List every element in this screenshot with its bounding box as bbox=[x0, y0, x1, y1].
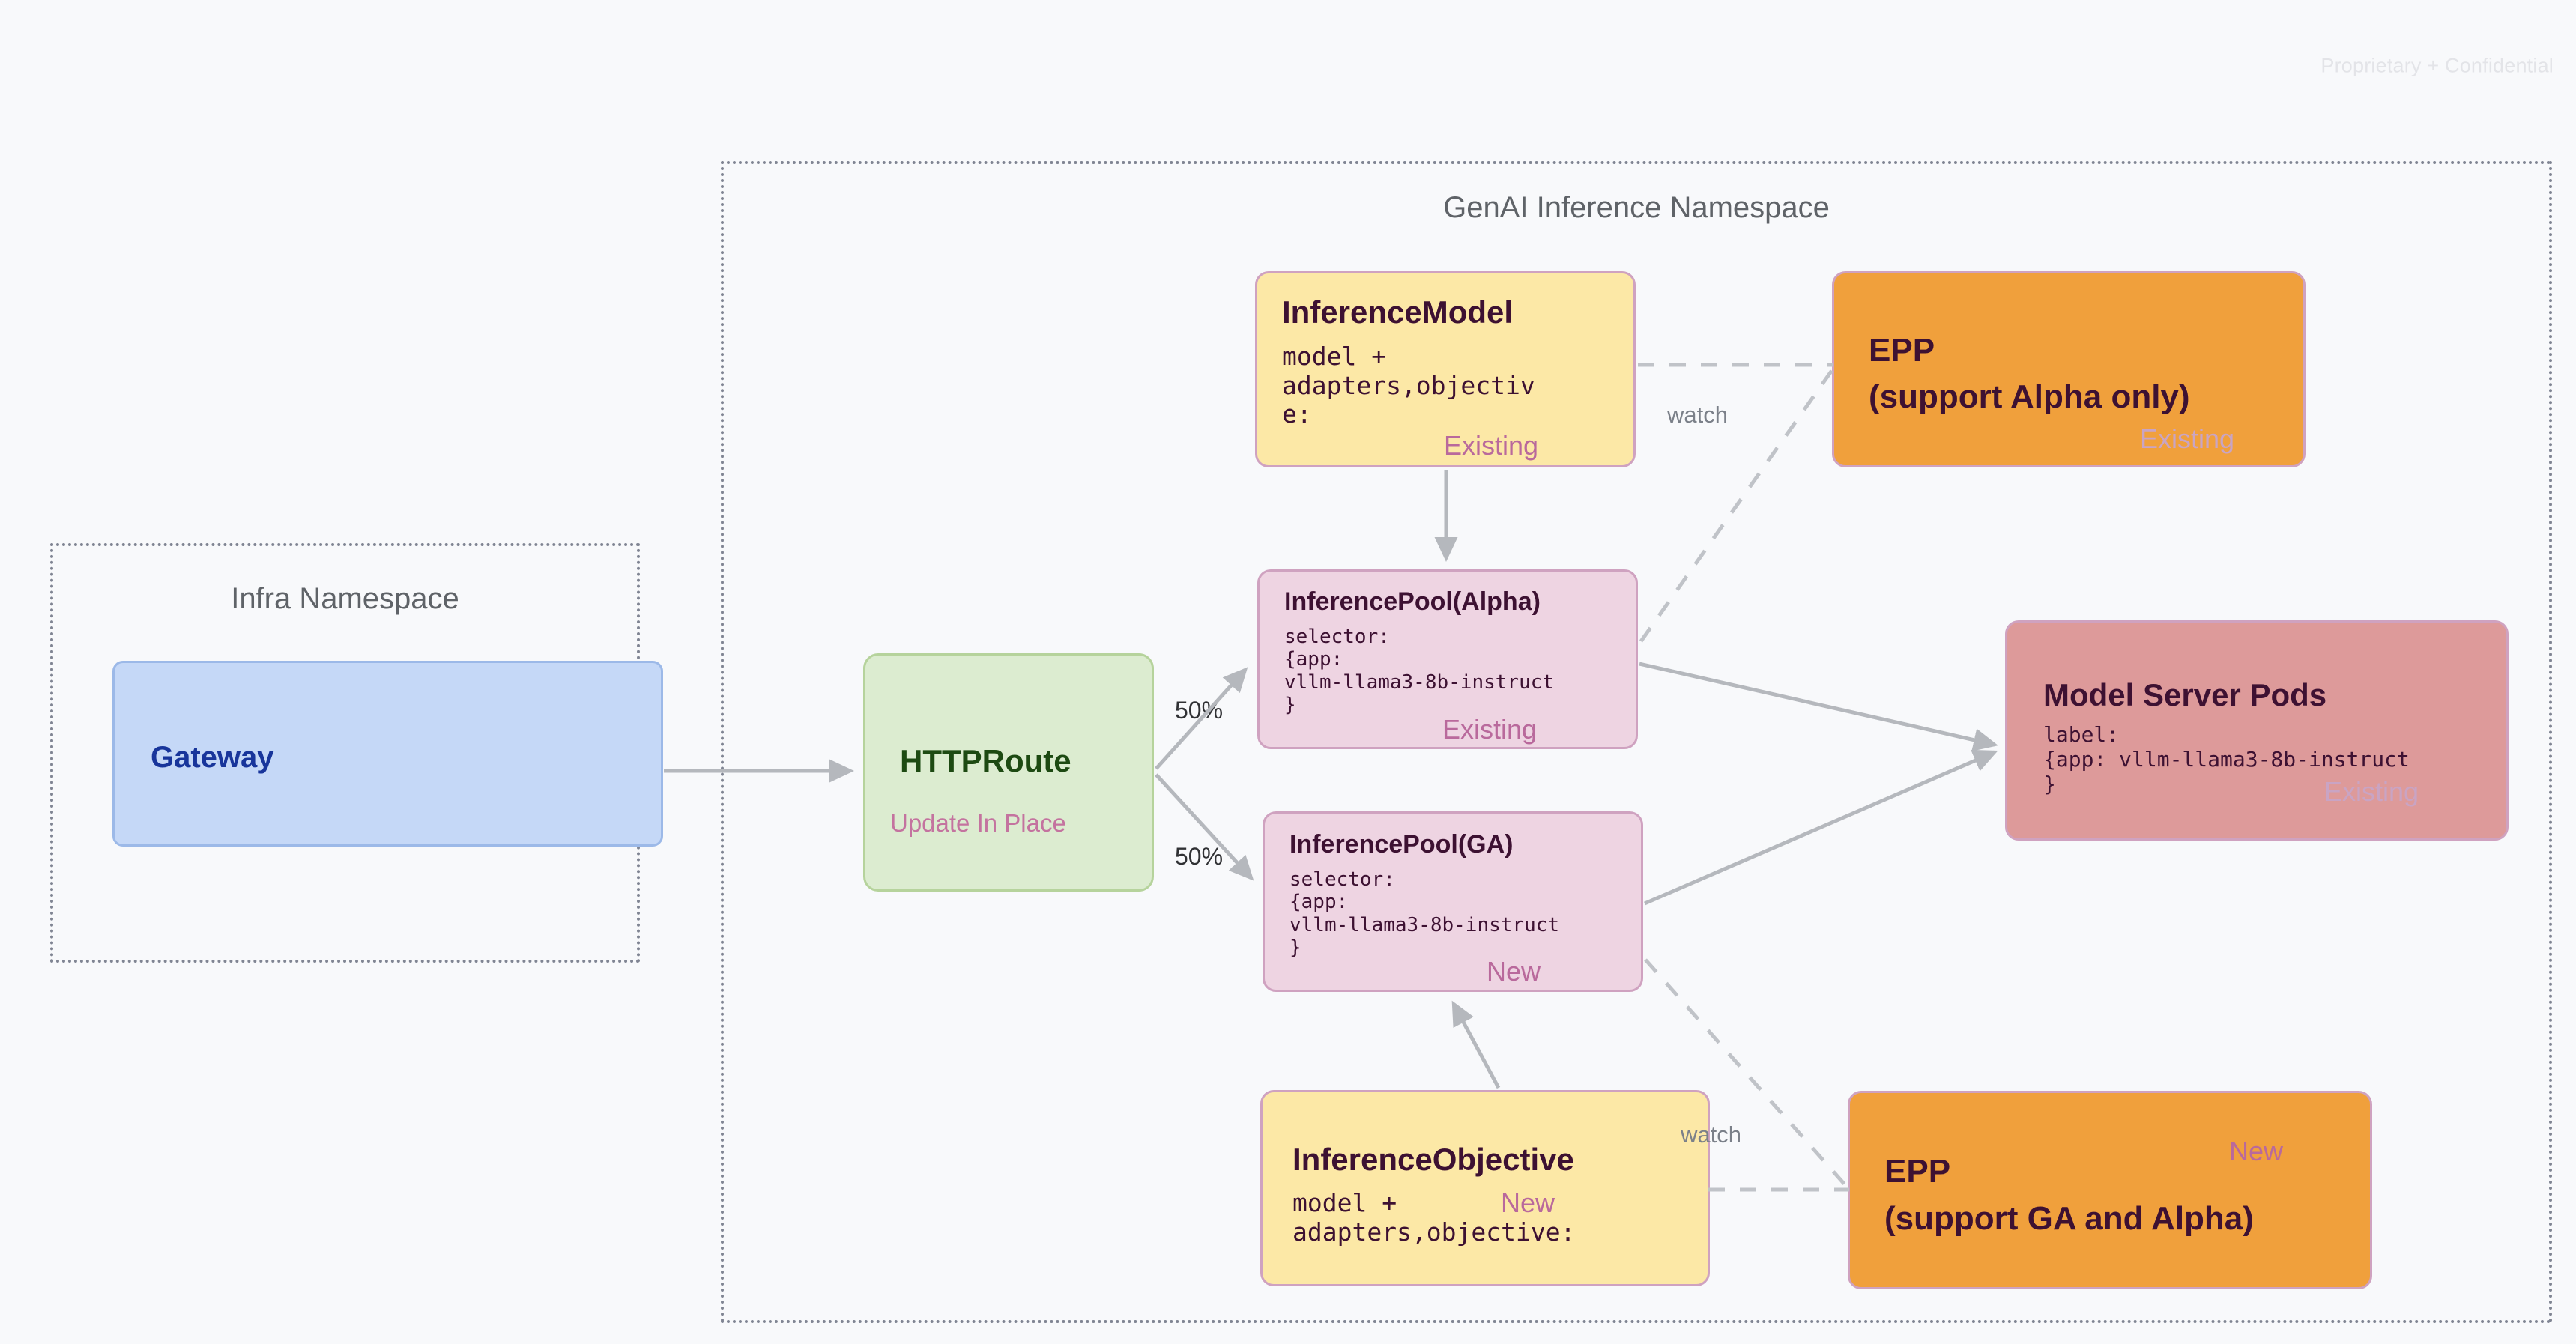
infra-namespace-title: Infra Namespace bbox=[231, 582, 459, 615]
gateway-label: Gateway bbox=[151, 741, 274, 774]
watch-top-label: watch bbox=[1667, 402, 1728, 428]
model-server-pods-node[interactable]: Model Server Pods label: {app: vllm-llam… bbox=[2005, 620, 2509, 841]
inference-model-node[interactable]: InferenceModel model + adapters,objectiv… bbox=[1255, 271, 1636, 467]
inference-pool-ga-body: selector: {app: vllm-llama3-8b-instruct … bbox=[1289, 868, 1560, 960]
inference-pool-ga-node[interactable]: InferencePool(GA) selector: {app: vllm-l… bbox=[1263, 811, 1643, 992]
epp-alpha-title-line1: EPP bbox=[1869, 332, 1935, 369]
genai-namespace-title: GenAI Inference Namespace bbox=[1443, 191, 1830, 224]
inference-objective-body: model + adapters,objective: bbox=[1292, 1188, 1576, 1247]
inference-pool-ga-title: InferencePool(GA) bbox=[1289, 830, 1514, 859]
httproute-node[interactable]: HTTPRoute Update In Place bbox=[863, 653, 1154, 892]
epp-ga-title-line1: EPP bbox=[1884, 1153, 1951, 1190]
inference-model-body: model + adapters,objectiv e: bbox=[1282, 342, 1535, 429]
watch-bottom-label: watch bbox=[1681, 1121, 1741, 1148]
confidential-notice: Proprietary + Confidential bbox=[2320, 54, 2554, 77]
inference-pool-alpha-title: InferencePool(Alpha) bbox=[1284, 587, 1541, 616]
epp-ga-badge: New bbox=[2229, 1136, 2284, 1166]
epp-ga-title-line2: (support GA and Alpha) bbox=[1884, 1200, 2254, 1237]
inference-objective-badge: New bbox=[1501, 1187, 1555, 1218]
inference-model-title: InferenceModel bbox=[1282, 294, 1514, 330]
inference-objective-node[interactable]: InferenceObjective model + adapters,obje… bbox=[1260, 1090, 1710, 1286]
split-top-label: 50% bbox=[1175, 697, 1224, 724]
epp-alpha-badge: Existing bbox=[2140, 423, 2235, 454]
httproute-subtitle: Update In Place bbox=[890, 809, 1066, 837]
model-server-pods-title: Model Server Pods bbox=[2043, 677, 2327, 712]
model-server-pods-body: label: {app: vllm-llama3-8b-instruct } bbox=[2043, 722, 2410, 796]
genai-namespace-container bbox=[721, 161, 2552, 1323]
httproute-label: HTTPRoute bbox=[900, 743, 1071, 778]
epp-ga-node[interactable]: EPP (support GA and Alpha) New bbox=[1848, 1091, 2372, 1289]
inference-pool-alpha-badge: Existing bbox=[1442, 714, 1538, 745]
epp-alpha-node[interactable]: EPP (support Alpha only) Existing bbox=[1832, 271, 2306, 467]
inference-pool-alpha-node[interactable]: InferencePool(Alpha) selector: {app: vll… bbox=[1257, 569, 1638, 749]
gateway-node[interactable]: Gateway bbox=[112, 661, 663, 847]
inference-model-badge: Existing bbox=[1444, 430, 1539, 461]
split-bottom-label: 50% bbox=[1175, 843, 1224, 870]
epp-alpha-title-line2: (support Alpha only) bbox=[1869, 378, 2190, 415]
model-server-pods-badge: Existing bbox=[2324, 776, 2419, 807]
inference-pool-alpha-body: selector: {app: vllm-llama3-8b-instruct … bbox=[1284, 626, 1555, 717]
inference-objective-title: InferenceObjective bbox=[1292, 1142, 1574, 1177]
inference-pool-ga-badge: New bbox=[1487, 956, 1541, 987]
